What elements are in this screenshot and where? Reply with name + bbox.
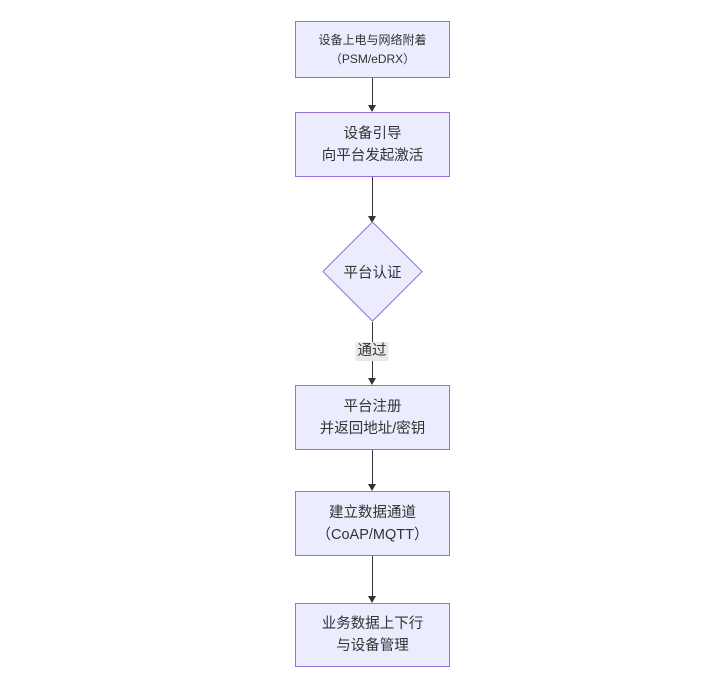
node-label-line: （CoAP/MQTT） <box>316 526 429 543</box>
flow-node-business: 业务数据上下行 与设备管理 <box>295 603 450 667</box>
arrowhead-down-icon <box>368 596 376 603</box>
flow-node-power-attach: 设备上电与网络附着 （PSM/eDRX） <box>295 21 450 78</box>
node-label-line: 业务数据上下行 <box>321 616 424 632</box>
edge-line <box>372 177 373 217</box>
edge-line <box>372 556 373 596</box>
edge-line <box>372 450 373 484</box>
flow-node-data-channel: 建立数据通道 （CoAP/MQTT） <box>295 491 450 556</box>
node-label: 平台认证 <box>343 265 402 281</box>
flow-node-bootstrap: 设备引导 向平台发起激活 <box>295 112 450 177</box>
node-label-line: （PSM/eDRX） <box>329 51 416 66</box>
node-label-line: 建立数据通道 <box>329 504 416 521</box>
flow-node-register: 平台注册 并返回地址/密钥 <box>295 385 450 450</box>
arrowhead-down-icon <box>368 216 376 223</box>
arrowhead-down-icon <box>368 105 376 112</box>
node-label-line: 向平台发起激活 <box>321 147 424 164</box>
arrowhead-down-icon <box>368 484 376 491</box>
arrowhead-down-icon <box>368 378 376 385</box>
node-label-line: 平台注册 <box>343 398 402 415</box>
edge-label-pass: 通过 <box>355 342 389 361</box>
edge-line <box>372 78 373 106</box>
node-label-line: 并返回地址/密钥 <box>319 420 426 437</box>
flow-node-auth-decision: 平台认证 <box>322 221 423 322</box>
node-label-line: 设备上电与网络附着 <box>318 32 427 47</box>
node-label-line: 与设备管理 <box>336 638 409 654</box>
node-label-line: 设备引导 <box>343 125 402 142</box>
